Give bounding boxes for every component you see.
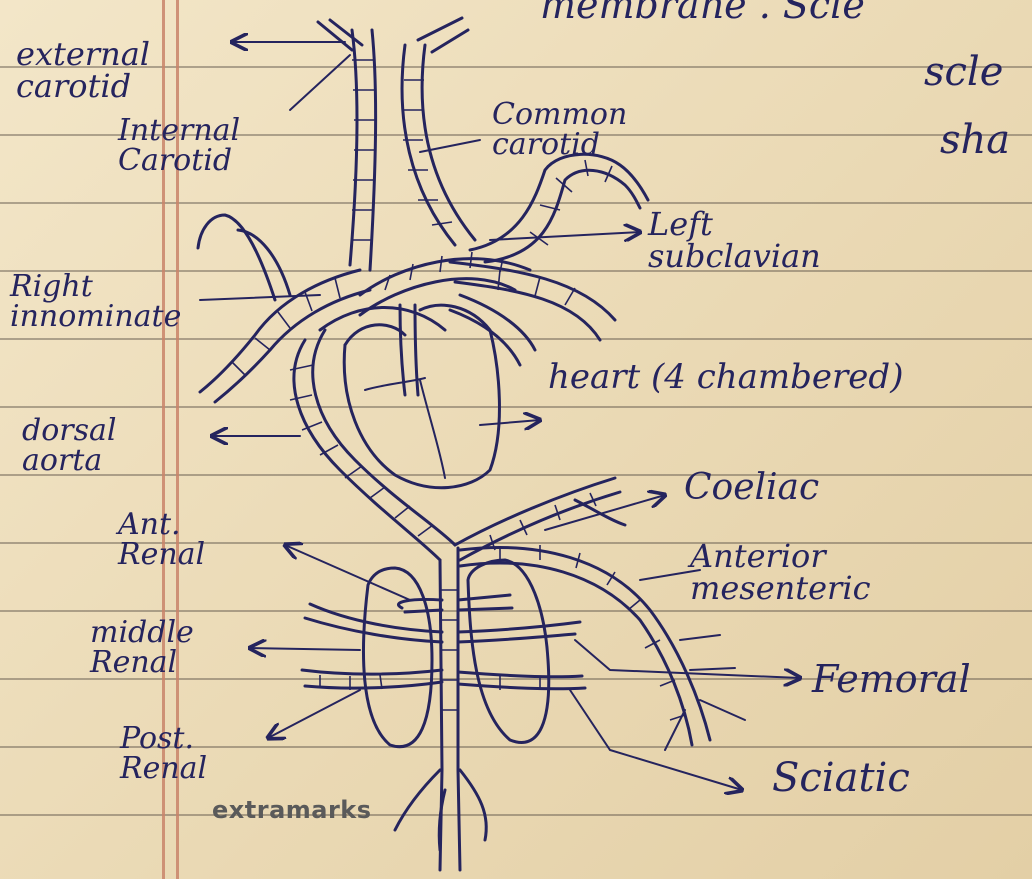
label-common-carotid: Common carotid — [492, 100, 627, 160]
label-post-renal: Post. Renal — [120, 724, 207, 784]
kidneys — [363, 560, 548, 747]
label-right-innominate: Right innominate — [10, 272, 181, 332]
renal-arteries — [302, 595, 585, 690]
label-anterior-mesenteric: Anterior mesenteric — [690, 540, 871, 604]
common-carotid-trunk — [402, 18, 475, 245]
heart-outline — [344, 305, 499, 488]
label-internal-carotid: Internal Carotid — [118, 116, 240, 176]
aortic-arches — [290, 252, 530, 560]
label-middle-renal: middle Renal — [90, 618, 194, 678]
label-left-subclavian: Left subclavian — [648, 208, 821, 272]
label-femoral: Femoral — [812, 660, 971, 698]
label-heart: heart (4 chambered) — [548, 360, 903, 394]
label-ant-renal: Ant. Renal — [118, 510, 205, 570]
watermark-logo: extramarks — [212, 796, 372, 824]
label-external-carotid: external carotid — [16, 38, 150, 102]
label-dorsal-aorta: dorsal aorta — [22, 416, 116, 476]
label-coeliac: Coeliac — [684, 470, 819, 506]
label-sciatic: Sciatic — [772, 758, 910, 798]
dorsal-aorta — [395, 548, 486, 870]
